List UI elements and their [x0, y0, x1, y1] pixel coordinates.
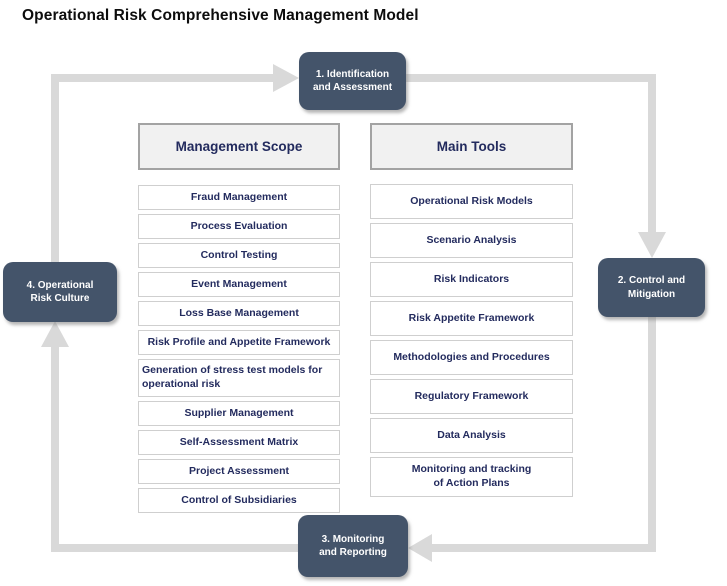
arrowhead-down-icon: [638, 232, 666, 258]
arrowhead-left-icon: [408, 534, 432, 562]
cycle-line-bottom-right: [430, 544, 656, 552]
tool-item: Methodologies and Procedures: [370, 340, 573, 375]
scope-item: Process Evaluation: [138, 214, 340, 239]
main-tools-list: Operational Risk Models Scenario Analysi…: [370, 184, 573, 497]
cycle-line-top-right: [406, 74, 656, 82]
scope-item: Project Assessment: [138, 459, 340, 484]
cycle-line-left-upper: [51, 74, 59, 262]
scope-item: Event Management: [138, 272, 340, 297]
cycle-line-bottom-left: [51, 544, 298, 552]
main-tools-header: Main Tools: [370, 123, 573, 170]
cycle-node-control-mitigation: 2. Control and Mitigation: [598, 258, 705, 317]
cycle-line-right-lower: [648, 317, 656, 552]
cycle-node-identification-assessment: 1. Identification and Assessment: [299, 52, 406, 110]
scope-item: Control Testing: [138, 243, 340, 268]
cycle-line-right-upper: [648, 74, 656, 234]
scope-item: Self-Assessment Matrix: [138, 430, 340, 455]
cycle-node-operational-risk-culture: 4. Operational Risk Culture: [3, 262, 117, 322]
cycle-line-left-lower: [51, 347, 59, 552]
arrowhead-right-icon: [273, 64, 299, 92]
arrowhead-up-icon: [41, 321, 69, 347]
cycle-node-monitoring-reporting: 3. Monitoring and Reporting: [298, 515, 408, 577]
page-title: Operational Risk Comprehensive Managemen…: [22, 7, 419, 24]
scope-item: Control of Subsidiaries: [138, 488, 340, 513]
tool-item: Risk Indicators: [370, 262, 573, 297]
tool-item: Operational Risk Models: [370, 184, 573, 219]
scope-item: Fraud Management: [138, 185, 340, 210]
cycle-line-top-left: [51, 74, 275, 82]
tool-item: Regulatory Framework: [370, 379, 573, 414]
scope-item: Loss Base Management: [138, 301, 340, 326]
management-scope-header: Management Scope: [138, 123, 340, 170]
management-scope-list: Fraud Management Process Evaluation Cont…: [138, 185, 340, 513]
tool-item: Risk Appetite Framework: [370, 301, 573, 336]
tool-item: Monitoring and tracking of Action Plans: [370, 457, 573, 497]
scope-item: Supplier Management: [138, 401, 340, 426]
scope-item: Generation of stress test models for ope…: [138, 359, 340, 397]
tool-item: Data Analysis: [370, 418, 573, 453]
tool-item: Scenario Analysis: [370, 223, 573, 258]
scope-item: Risk Profile and Appetite Framework: [138, 330, 340, 355]
